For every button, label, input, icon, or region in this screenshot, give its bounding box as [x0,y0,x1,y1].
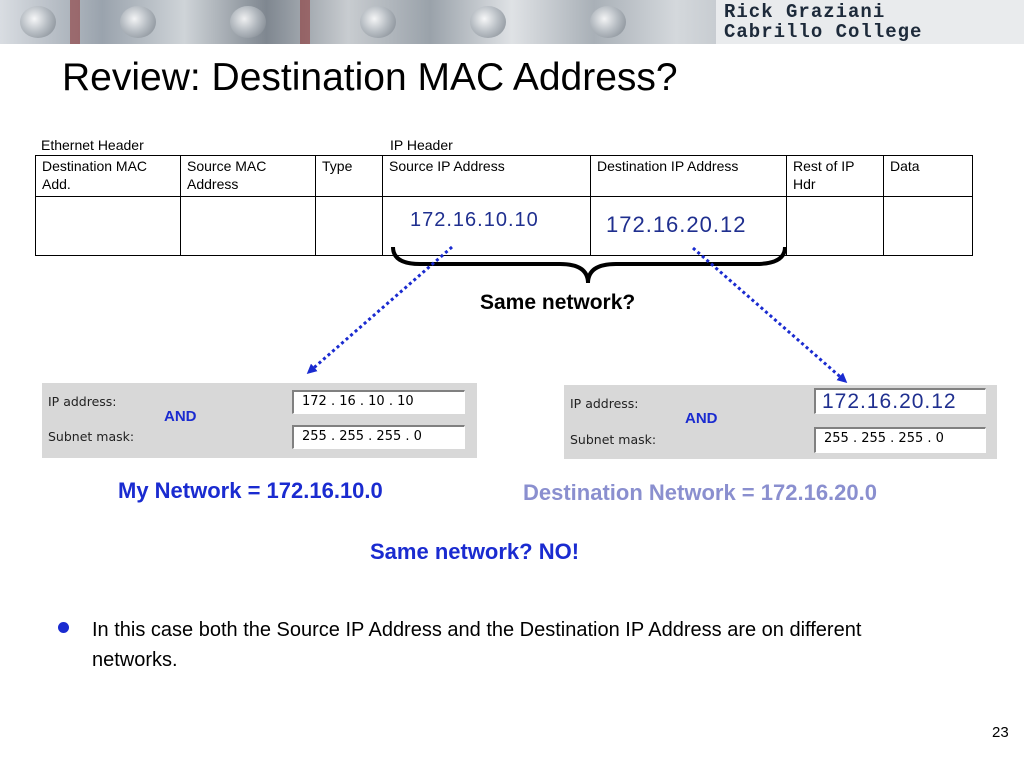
and-label: AND [685,410,718,427]
right-dotted-arrow [692,246,848,383]
ip-header-label: IP Header [390,137,453,153]
frame-table: Destination MAC Add. Source MAC Address … [35,155,973,256]
banner-decoration [470,6,506,38]
table-cell [590,196,787,256]
table-cell [35,196,181,256]
banner-decoration [300,0,310,44]
bullet-text: In this case both the Source IP Address … [92,619,862,671]
table-cell [883,196,973,256]
table-cell [180,196,316,256]
brand-box [716,0,1024,44]
ethernet-header-label: Ethernet Header [41,137,144,153]
page-number: 23 [992,724,1009,741]
ip-address-label: IP address: [570,396,639,411]
ip-address-field[interactable]: 172 . 16 . 10 . 10 [292,390,465,414]
col-source-mac: Source MAC Address [180,155,316,197]
left-ip-config-panel: IP address: Subnet mask: AND 172 . 16 . … [42,383,477,458]
same-network-question: Same network? [480,291,636,314]
bullet-icon [58,622,69,633]
subnet-mask-field[interactable]: 255 . 255 . 255 . 0 [292,425,465,449]
left-dotted-arrow [306,245,453,374]
header-banner: Rick Graziani Cabrillo College [0,0,1024,44]
banner-decoration [230,6,266,38]
destination-network-result: Destination Network = 172.16.20.0 [523,480,877,505]
banner-decoration [70,0,80,44]
ip-address-label: IP address: [48,394,117,409]
subnet-mask-label: Subnet mask: [570,432,657,447]
conclusion-text: Same network? NO! [370,539,580,564]
col-destination-mac: Destination MAC Add. [35,155,181,197]
source-ip-value: 172.16.10.10 [410,209,539,231]
banner-decoration [590,6,626,38]
subnet-mask-label: Subnet mask: [48,429,135,444]
destination-ip-value: 172.16.20.12 [606,212,747,237]
col-rest-ip-hdr: Rest of IP Hdr [786,155,884,197]
my-network-result: My Network = 172.16.10.0 [118,478,383,503]
col-source-ip: Source IP Address [382,155,591,197]
ip-address-field[interactable]: 172.16.20.12 [814,388,986,414]
banner-decoration [360,6,396,38]
right-ip-config-panel: IP address: Subnet mask: AND 172.16.20.1… [564,385,997,459]
and-label: AND [164,408,197,425]
col-data: Data [883,155,973,197]
col-destination-ip: Destination IP Address [590,155,787,197]
subnet-mask-field[interactable]: 255 . 255 . 255 . 0 [814,427,986,453]
brace-icon [391,246,787,284]
table-cell [786,196,884,256]
brand-name: Rick Graziani [724,1,886,23]
banner-decoration [20,6,56,38]
slide-title: Review: Destination MAC Address? [62,56,678,99]
brand-college: Cabrillo College [724,21,923,43]
banner-decoration [120,6,156,38]
